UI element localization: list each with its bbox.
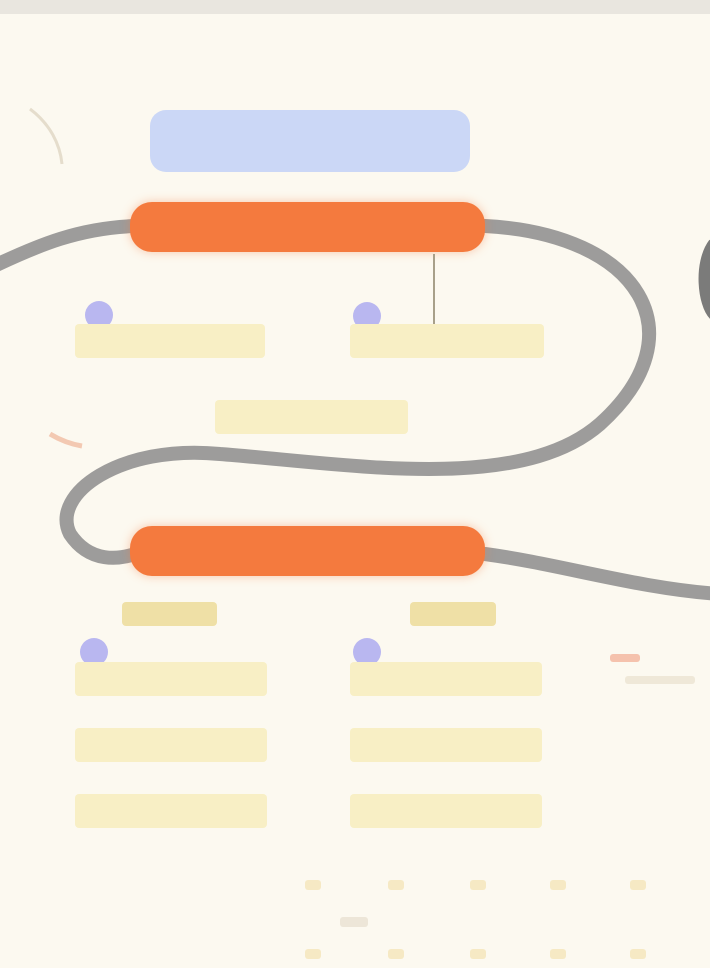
topic-chip[interactable] (75, 324, 265, 358)
stage-2[interactable] (130, 526, 485, 576)
topic-chip[interactable] (350, 324, 544, 358)
annotation-marker (610, 654, 640, 662)
topic-chip[interactable] (350, 662, 542, 696)
roadmap-path (0, 107, 710, 601)
grid-marker (305, 880, 321, 890)
subtopic-heading (122, 602, 217, 626)
grid-marker (388, 949, 404, 959)
stage-1[interactable] (130, 202, 485, 252)
roadmap-canvas (0, 14, 710, 968)
annotation-marker (625, 676, 695, 684)
grid-marker (550, 880, 566, 890)
top-bar (0, 0, 710, 14)
grid-marker (340, 917, 368, 927)
step-dot (80, 638, 108, 666)
topic-chip[interactable] (75, 728, 267, 762)
roadmap-title (150, 110, 470, 172)
grid-marker (305, 949, 321, 959)
topic-chip[interactable] (215, 400, 408, 434)
topic-chip[interactable] (75, 662, 267, 696)
grid-marker (630, 949, 646, 959)
topic-chip[interactable] (75, 794, 267, 828)
grid-marker (388, 880, 404, 890)
grid-marker (550, 949, 566, 959)
step-dot (353, 638, 381, 666)
subtopic-heading (410, 602, 496, 626)
grid-marker (470, 880, 486, 890)
grid-marker (470, 949, 486, 959)
topic-chip[interactable] (350, 794, 542, 828)
topic-chip[interactable] (350, 728, 542, 762)
connector (433, 254, 435, 332)
grid-marker (630, 880, 646, 890)
